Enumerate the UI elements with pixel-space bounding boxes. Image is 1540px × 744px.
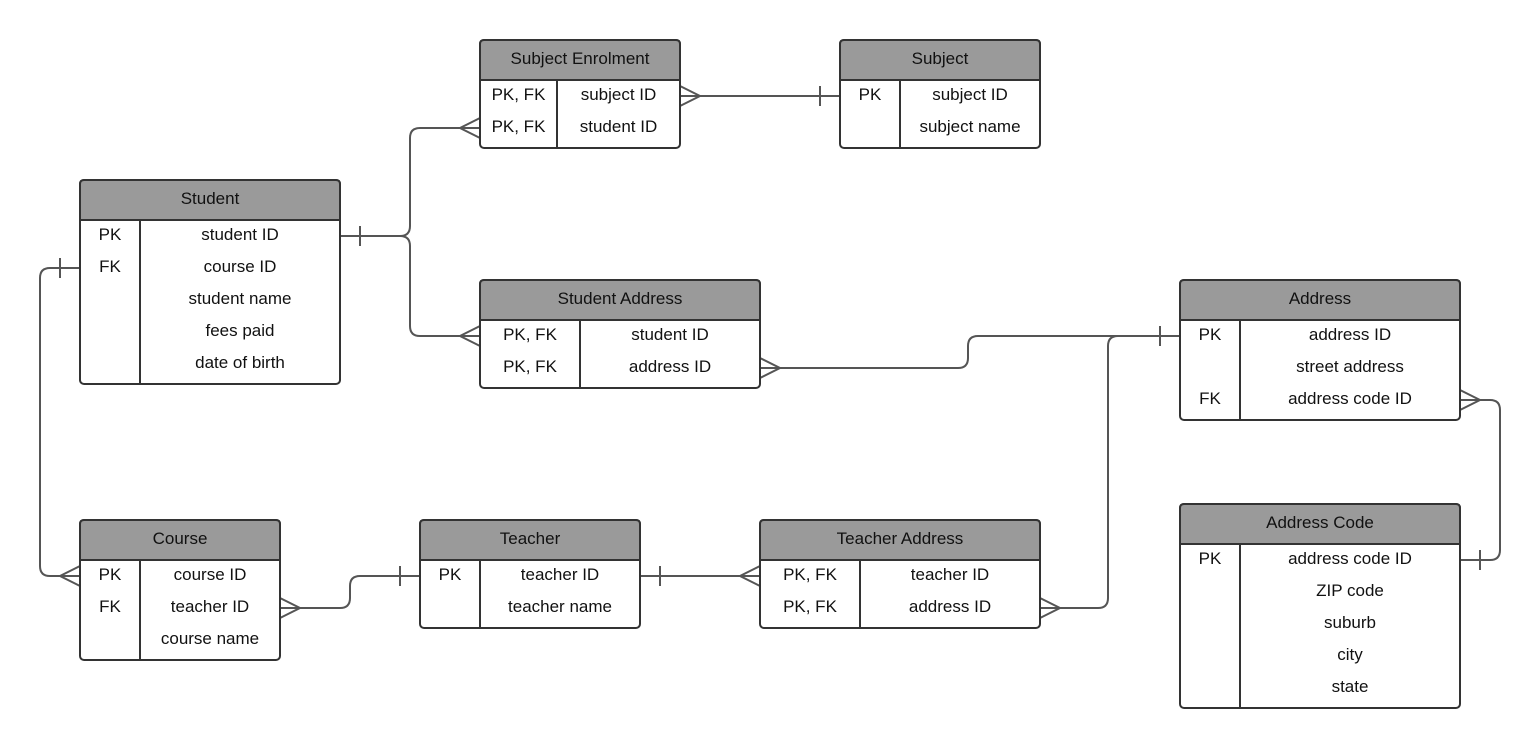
many-cardinality-crowfoot — [679, 85, 703, 107]
relationship-line — [39, 258, 81, 587]
field-label: course name — [161, 629, 259, 648]
entity-header — [79, 179, 341, 221]
field-label: subject ID — [581, 85, 657, 104]
field-label: date of birth — [195, 353, 285, 372]
field-label: teacher name — [508, 597, 612, 616]
relationship-lines — [39, 85, 1501, 619]
key-label: PK — [1199, 325, 1222, 344]
entity-title: Subject Enrolment — [511, 49, 650, 68]
many-cardinality-crowfoot — [279, 597, 303, 619]
key-label: PK, FK — [783, 597, 838, 616]
entity-title: Teacher Address — [837, 529, 964, 548]
many-cardinality-crowfoot — [737, 565, 761, 587]
connector-path — [1040, 335, 1119, 609]
relationship-line — [399, 235, 481, 347]
key-label: PK, FK — [492, 85, 547, 104]
field-label: teacher ID — [171, 597, 249, 616]
relationship-line — [640, 565, 761, 587]
key-label: PK, FK — [503, 357, 558, 376]
entity-header — [419, 519, 641, 561]
relationship-line — [1039, 335, 1119, 619]
many-cardinality-crowfoot — [457, 117, 481, 139]
field-label: street address — [1296, 357, 1404, 376]
relationship-line — [1459, 389, 1501, 570]
many-cardinality-crowfoot — [1459, 389, 1483, 411]
key-label: PK, FK — [503, 325, 558, 344]
entity-title: Course — [153, 529, 208, 548]
connector-path — [39, 267, 80, 577]
field-label: address ID — [1309, 325, 1391, 344]
entity-header — [759, 519, 1041, 561]
field-label: student ID — [580, 117, 658, 136]
key-label: PK, FK — [783, 565, 838, 584]
connector-path — [399, 235, 480, 337]
field-label: address code ID — [1288, 549, 1412, 568]
field-label: student name — [188, 289, 291, 308]
connector-path — [1460, 399, 1501, 561]
key-label: PK — [1199, 549, 1222, 568]
field-label: address code ID — [1288, 389, 1412, 408]
relationship-line — [279, 566, 420, 619]
field-label: subject ID — [932, 85, 1008, 104]
field-label: fees paid — [206, 321, 275, 340]
key-label: PK, FK — [492, 117, 547, 136]
key-label: PK — [859, 85, 882, 104]
key-label: PK — [99, 565, 122, 584]
entity-header — [479, 279, 761, 321]
key-label: FK — [99, 257, 121, 276]
connector-path — [280, 575, 420, 609]
many-cardinality-crowfoot — [759, 357, 783, 379]
key-label: PK — [439, 565, 462, 584]
entity-header — [839, 39, 1041, 81]
entity-header — [479, 39, 681, 81]
connector-path — [340, 127, 480, 237]
key-label: FK — [99, 597, 121, 616]
field-label: student ID — [631, 325, 709, 344]
field-label: address ID — [629, 357, 711, 376]
relationship-line — [679, 85, 840, 107]
field-label: ZIP code — [1316, 581, 1384, 600]
entity-header — [79, 519, 281, 561]
connector-path — [760, 335, 1180, 369]
entity-title: Student — [181, 189, 240, 208]
entity-title: Address Code — [1266, 513, 1374, 532]
entity-title: Student Address — [558, 289, 683, 308]
field-label: teacher ID — [521, 565, 599, 584]
many-cardinality-crowfoot — [457, 325, 481, 347]
key-label: FK — [1199, 389, 1221, 408]
relationship-line — [759, 326, 1180, 379]
entity-title: Teacher — [500, 529, 561, 548]
field-label: state — [1332, 677, 1369, 696]
field-label: student ID — [201, 225, 279, 244]
field-label: suburb — [1324, 613, 1376, 632]
field-label: course ID — [174, 565, 247, 584]
field-label: city — [1337, 645, 1363, 664]
many-cardinality-crowfoot — [57, 565, 81, 587]
field-label: address ID — [909, 597, 991, 616]
relationship-line — [340, 117, 481, 246]
entity-title: Address — [1289, 289, 1351, 308]
field-label: subject name — [919, 117, 1020, 136]
entity-title: Subject — [912, 49, 969, 68]
field-label: teacher ID — [911, 565, 989, 584]
many-cardinality-crowfoot — [1039, 597, 1063, 619]
key-label: PK — [99, 225, 122, 244]
field-label: course ID — [204, 257, 277, 276]
entity-header — [1179, 279, 1461, 321]
entity-header — [1179, 503, 1461, 545]
